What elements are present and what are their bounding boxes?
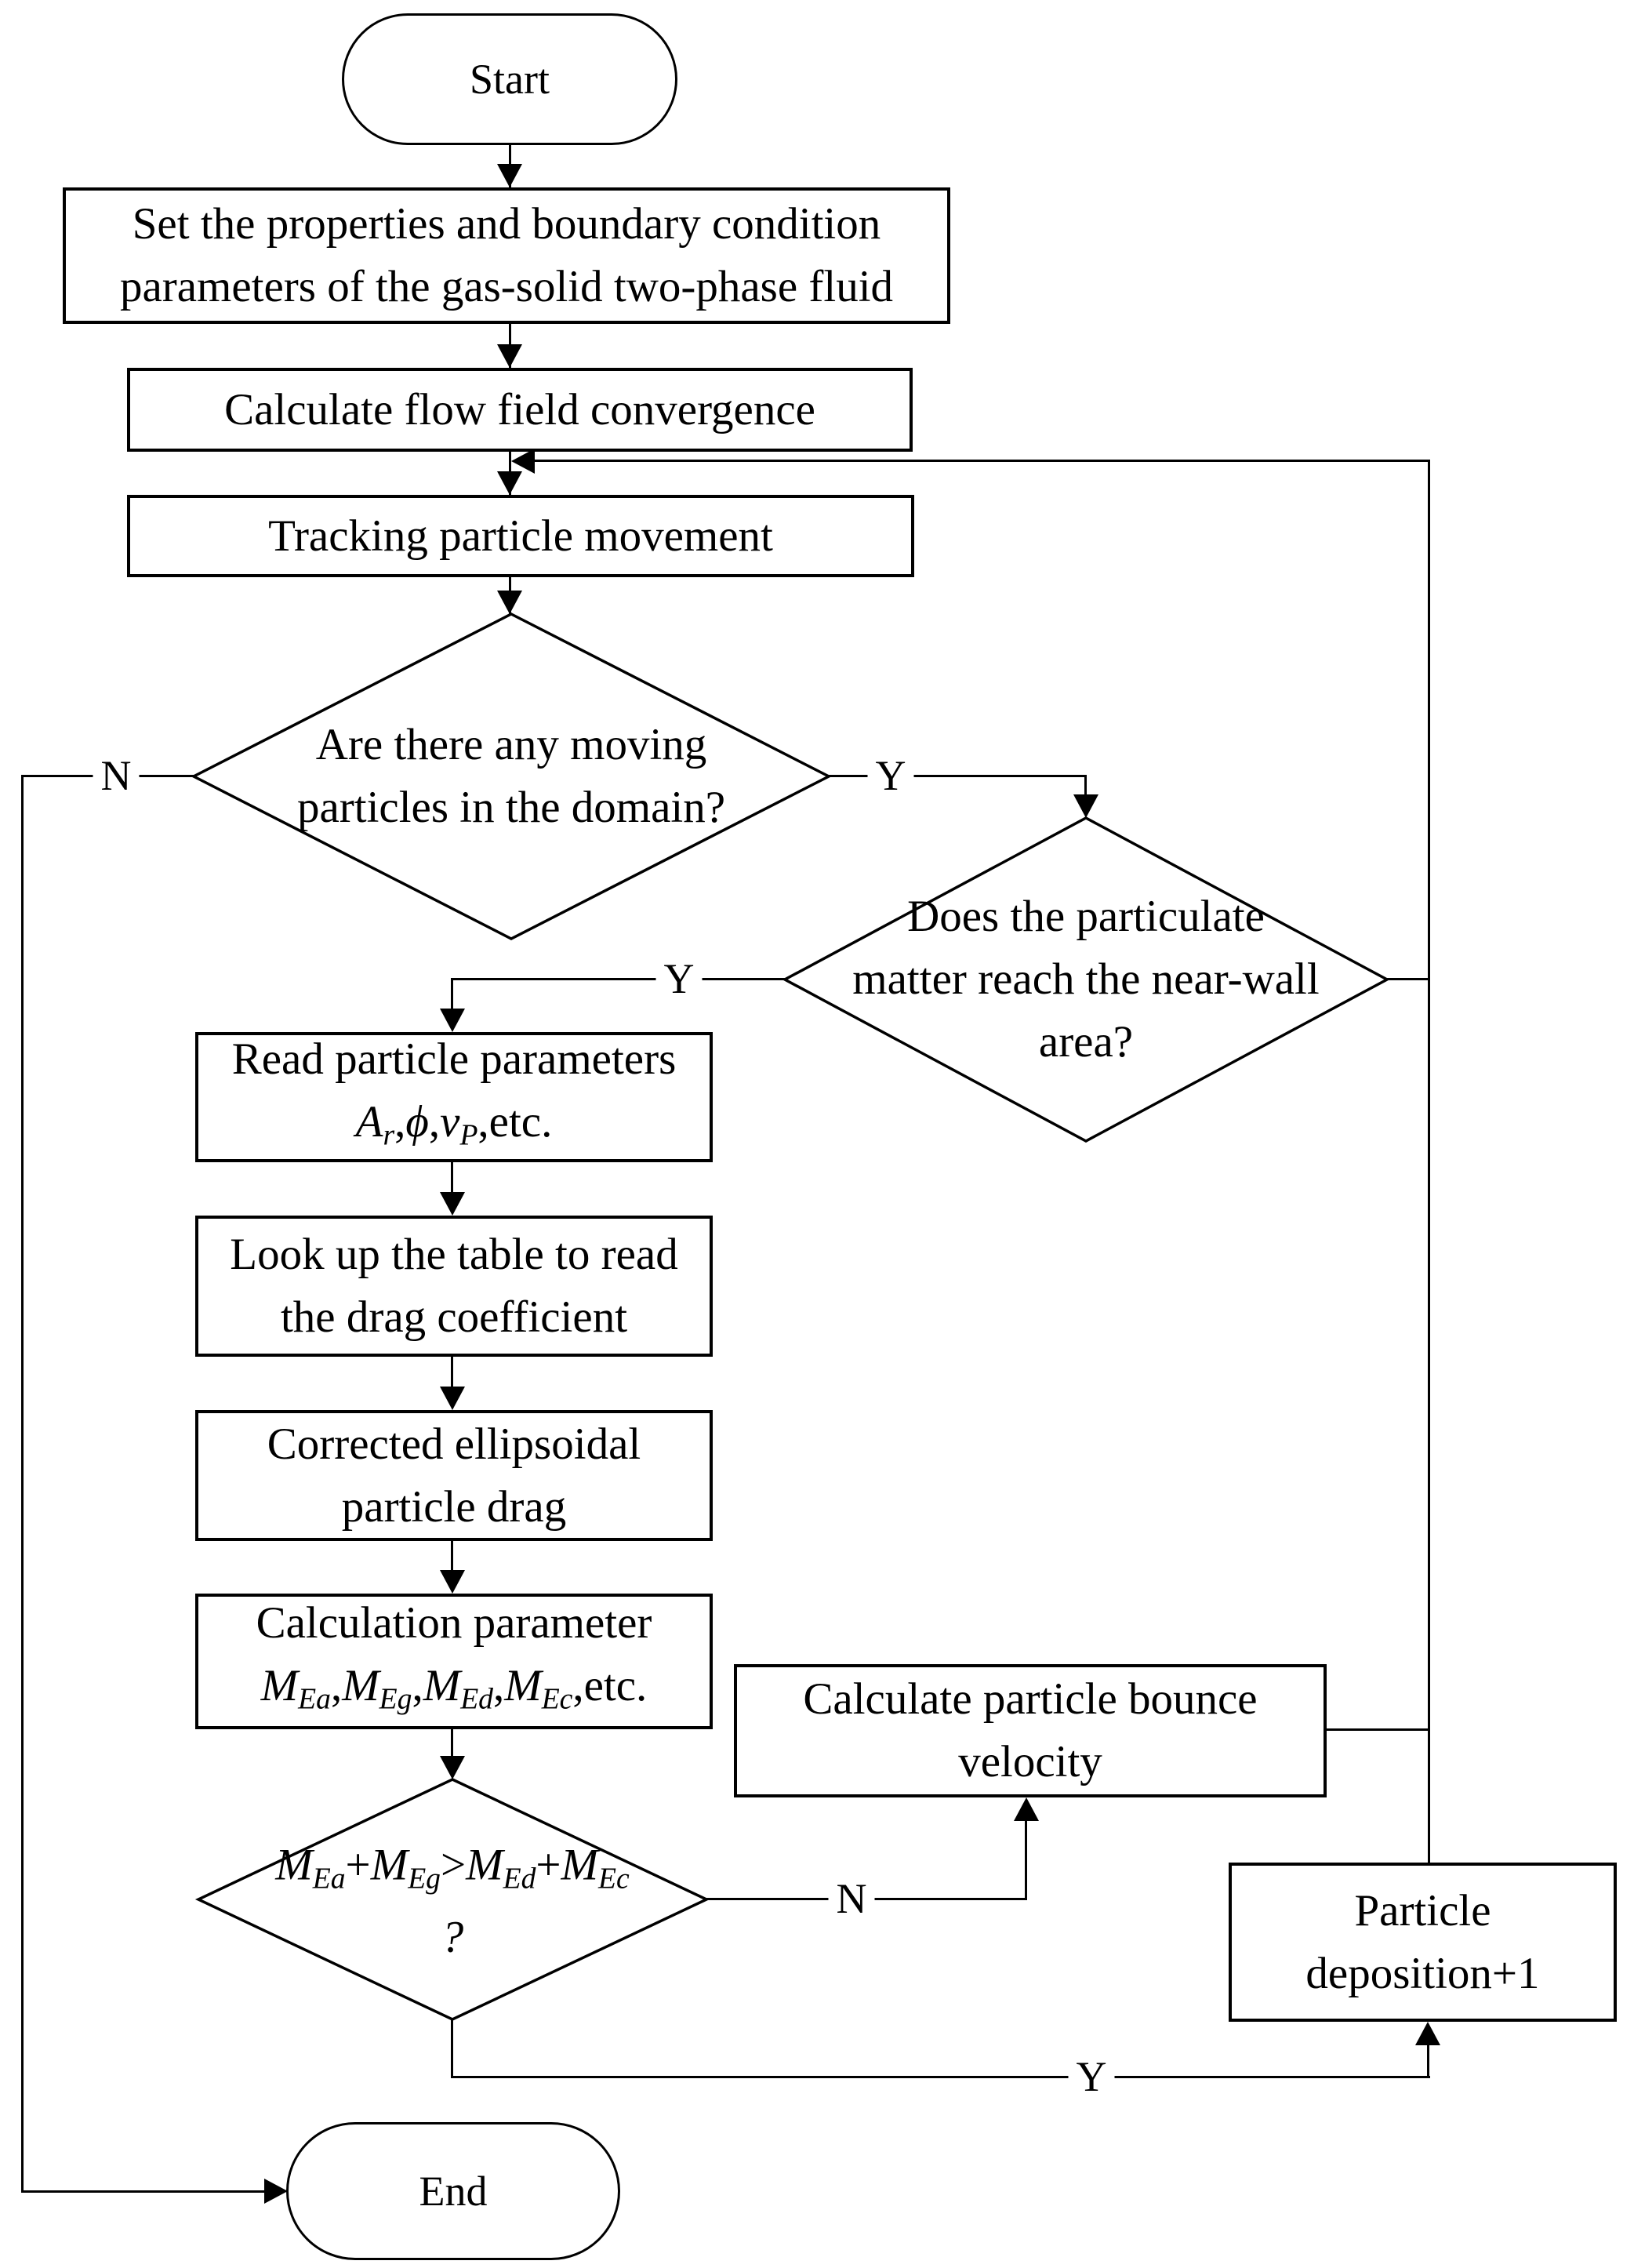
arrowhead-into-read <box>440 1009 465 1032</box>
edge-label-yes-particles: Y <box>867 752 914 799</box>
edge-label-no-energy: N <box>828 1875 875 1922</box>
process-line: Read particle parameters <box>231 1034 677 1084</box>
math-moment-params: MEa,MEg,MEd,MEc,etc. <box>260 1661 648 1716</box>
decision-line: particles in the domain? <box>296 783 726 832</box>
edge-lookup-to-corrected <box>451 1357 453 1387</box>
process-lookup-table: Look up the table to read the drag coeff… <box>195 1216 713 1357</box>
process-set-properties: Set the properties and boundary conditio… <box>63 187 950 324</box>
decision-line: Are there any moving <box>315 720 707 769</box>
edge-decision2-to-bus <box>1387 978 1430 980</box>
arrowhead-feedback-merge <box>511 449 535 474</box>
edge-to-end-horizontal <box>21 2190 264 2193</box>
decision-line: ? <box>441 1912 464 1962</box>
process-tracking: Tracking particle movement <box>127 495 914 577</box>
process-line: Calculate particle bounce <box>803 1674 1258 1724</box>
process-deposition: Particle deposition+1 <box>1229 1863 1617 2022</box>
process-calc-flow: Calculate flow field convergence <box>127 368 913 452</box>
decision-moving-particles-shape <box>191 612 832 940</box>
edge-param-to-decision3 <box>451 1729 453 1756</box>
decision-moving-particles-text: Are there any moving particles in the do… <box>297 714 725 839</box>
edge-into-bounce-vertical <box>1025 1821 1027 1900</box>
decision-line: matter reach the near-wall <box>852 954 1320 1004</box>
process-line: Particle <box>1354 1885 1491 1935</box>
math-energy-compare: MEa+MEg>MEd+MEc <box>275 1840 630 1895</box>
edge-decision3-yes-vertical <box>451 2019 453 2078</box>
process-line: parameters of the gas-solid two-phase fl… <box>119 262 894 311</box>
decision-energy-shape <box>194 1778 710 2021</box>
process-line: Look up the table to read <box>230 1230 678 1279</box>
arrowhead-into-end <box>264 2179 288 2204</box>
edge-decision1-yes-horizontal <box>829 775 1087 777</box>
process-line: particle drag <box>341 1481 567 1532</box>
process-line: deposition+1 <box>1305 1948 1540 1998</box>
arrowhead-corrected-to-param <box>440 1570 465 1594</box>
arrowhead-read-to-lookup <box>440 1192 465 1216</box>
arrowhead-into-decision2 <box>1073 794 1098 818</box>
arrowhead-into-bounce <box>1014 1797 1039 1821</box>
edge-label-yes-energy: Y <box>1068 2053 1115 2100</box>
arrowhead-set-to-flow <box>497 344 522 368</box>
edge-into-read-vertical <box>451 978 453 1009</box>
process-line: Calculate flow field convergence <box>224 384 815 434</box>
decision-near-wall-text: Does the particulate matter reach the ne… <box>852 885 1319 1074</box>
process-line: Set the properties and boundary conditio… <box>132 199 881 249</box>
edge-into-decision2-vertical <box>1084 775 1087 794</box>
process-line: velocity <box>958 1737 1102 1786</box>
end-terminator: End <box>286 2122 620 2260</box>
start-terminator: Start <box>342 13 677 145</box>
decision-line: Does the particulate <box>907 892 1265 941</box>
edge-label-yes-near-wall: Y <box>655 955 703 1002</box>
arrowhead-flow-to-tracking <box>497 471 522 495</box>
arrowhead-into-deposition <box>1415 2022 1440 2045</box>
arrowhead-tracking-to-decision1 <box>497 591 522 614</box>
process-read-params: Read particle parameters Ar,ϕ,vP,etc. <box>195 1032 713 1162</box>
decision-energy-text: MEa+MEg>MEd+MEc ? <box>275 1834 629 1965</box>
process-calc-param: Calculation parameter MEa,MEg,MEd,MEc,et… <box>195 1594 713 1729</box>
process-line: Tracking particle movement <box>268 511 773 561</box>
arrowhead-start-to-set <box>497 164 522 187</box>
edge-left-vertical <box>21 775 24 2191</box>
process-corrected-drag: Corrected ellipsoidal particle drag <box>195 1410 713 1541</box>
edge-feedback-bus-vertical <box>1428 460 1430 1863</box>
edge-corrected-to-param <box>451 1541 453 1570</box>
arrowhead-lookup-to-corrected <box>440 1387 465 1410</box>
edge-feedback-horizontal <box>531 460 1430 462</box>
decision-line: area? <box>1038 1017 1134 1067</box>
math-particle-params: Ar,ϕ,vP,etc. <box>355 1096 553 1152</box>
edge-bounce-to-bus <box>1327 1728 1430 1731</box>
end-label: End <box>419 2168 488 2215</box>
process-line: Corrected ellipsoidal <box>267 1419 641 1469</box>
process-line: the drag coefficient <box>280 1292 628 1342</box>
decision-near-wall-shape <box>782 816 1390 1143</box>
edge-label-no-particles: N <box>93 752 140 799</box>
start-label: Start <box>470 56 550 103</box>
edge-decision2-yes-horizontal <box>452 978 785 980</box>
edge-read-to-lookup <box>451 1162 453 1192</box>
edge-decision3-yes-horizontal <box>451 2076 1430 2078</box>
arrowhead-param-to-decision3 <box>440 1756 465 1779</box>
edge-into-deposition-vertical <box>1427 2045 1429 2078</box>
process-line: Calculation parameter <box>256 1598 652 1648</box>
process-bounce-velocity: Calculate particle bounce velocity <box>734 1664 1327 1797</box>
